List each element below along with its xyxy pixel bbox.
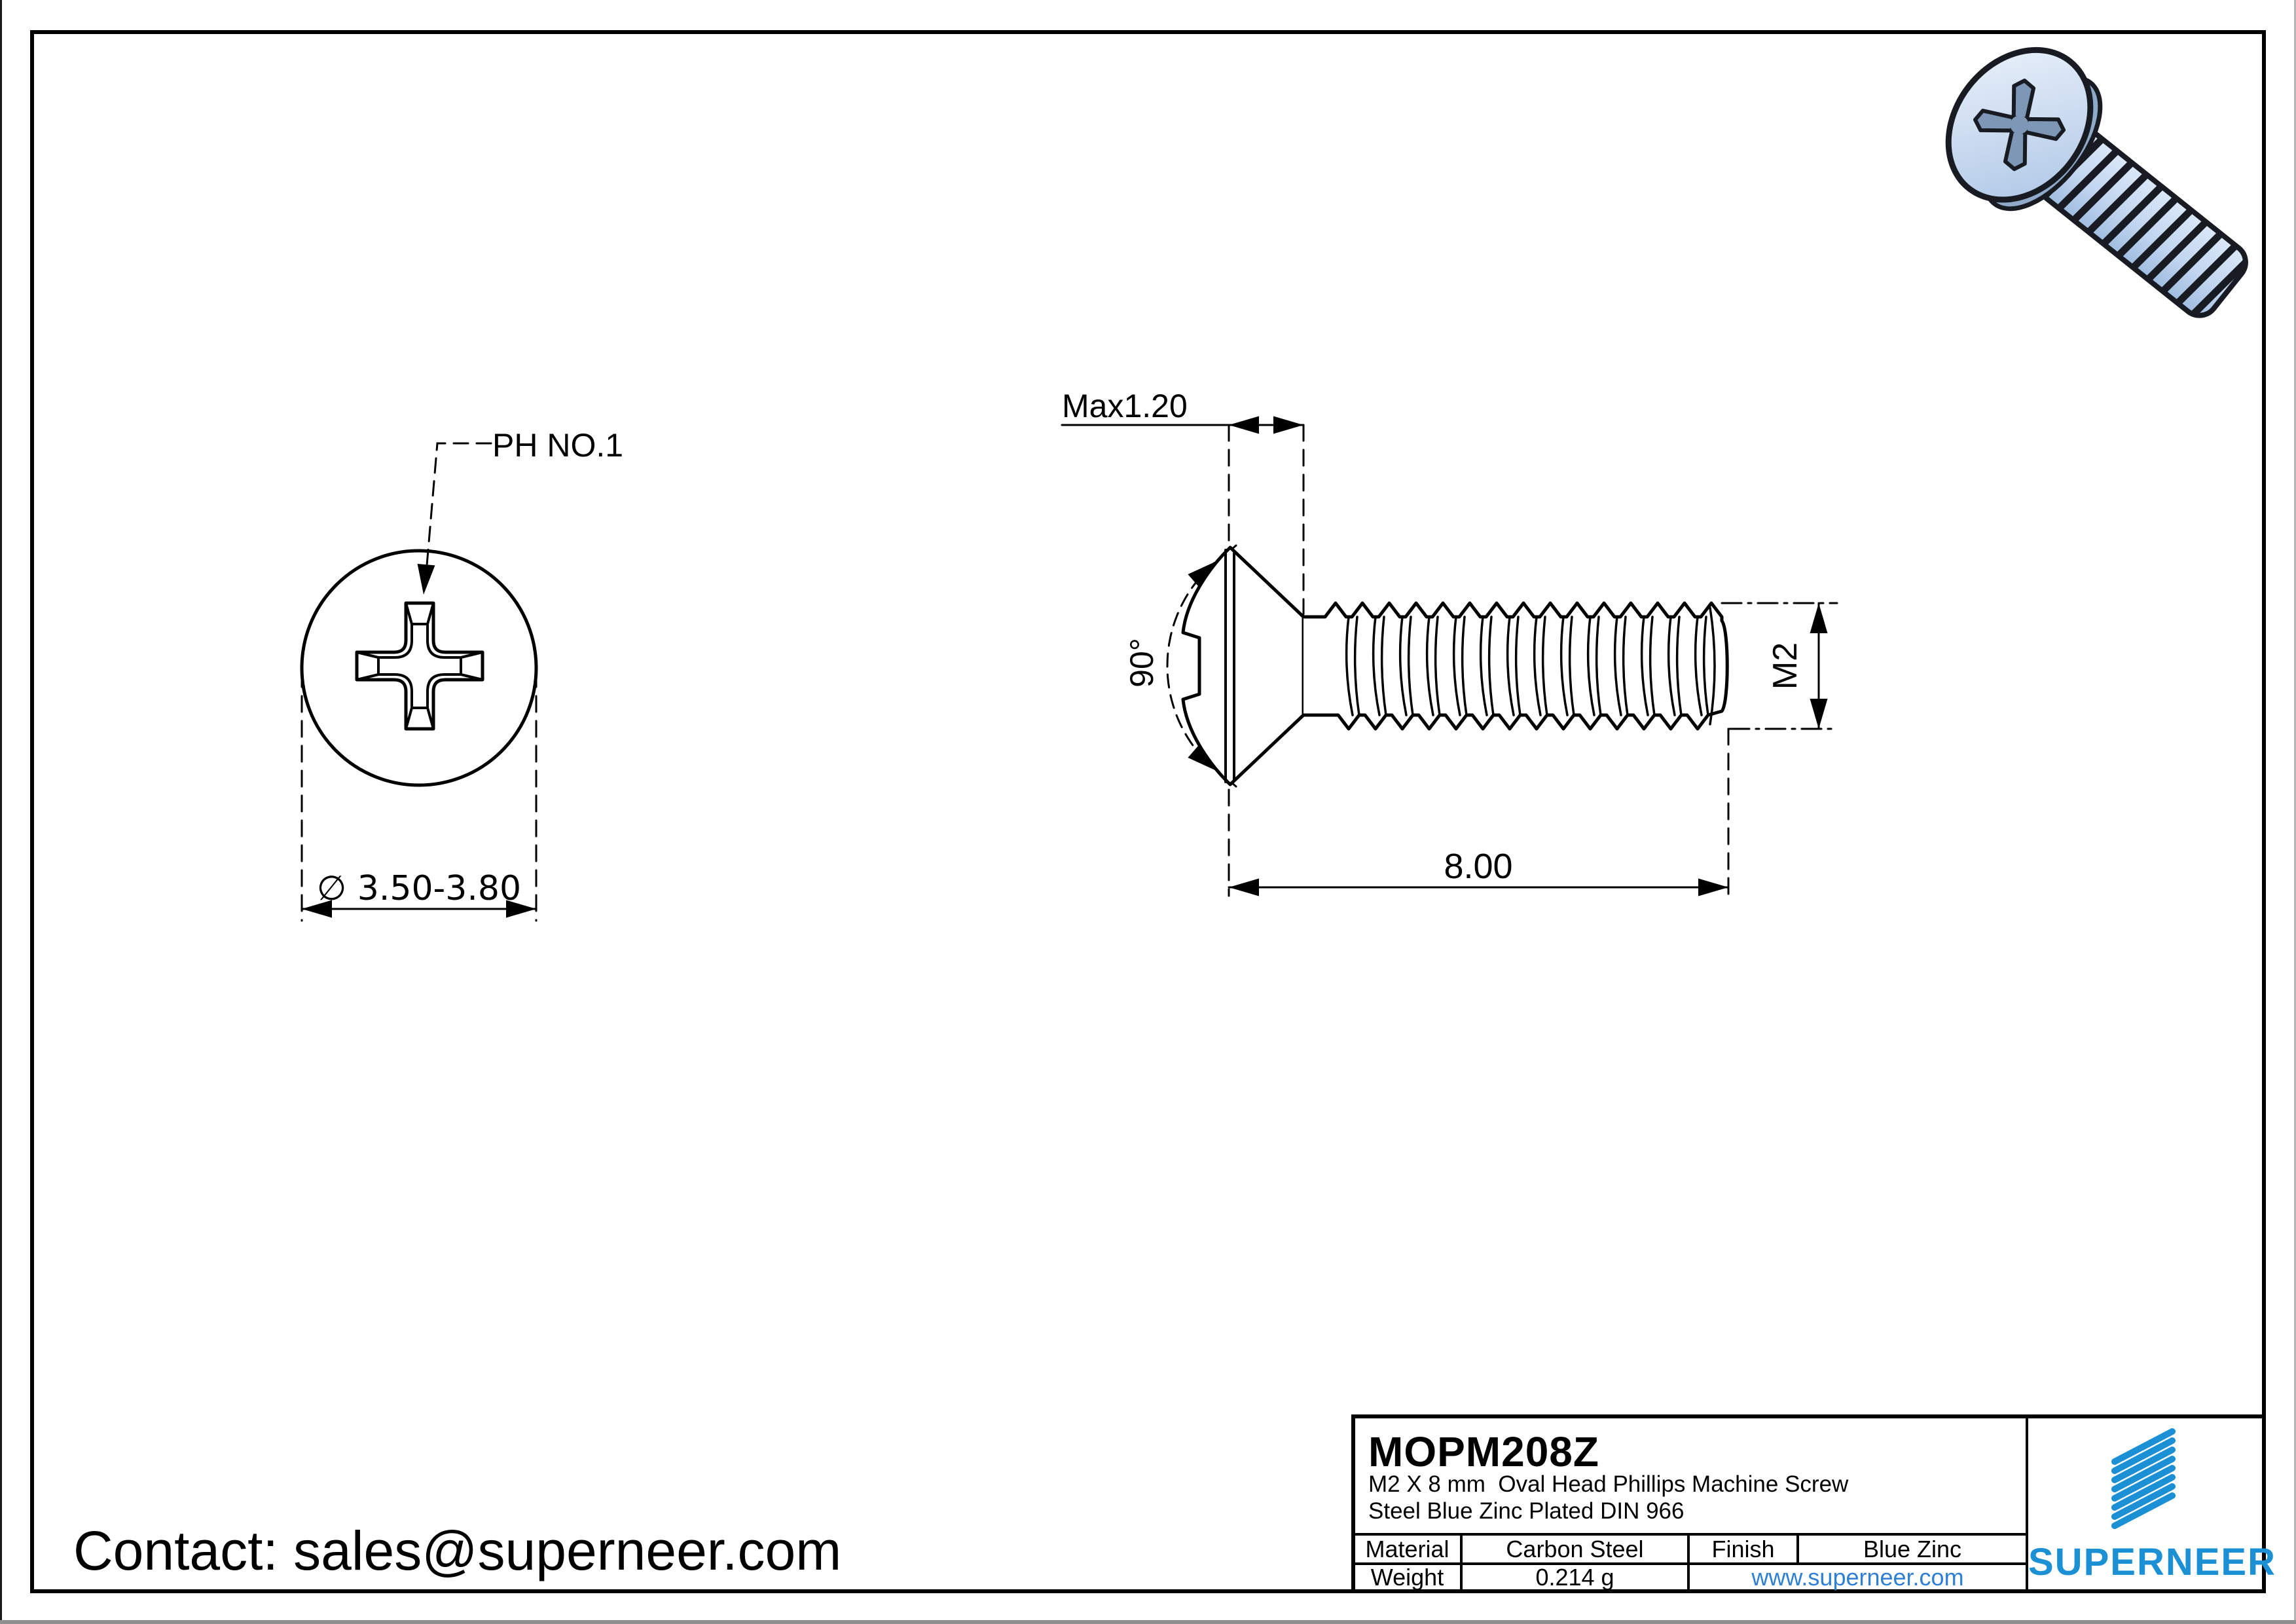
finish-label-cell: Finish	[1711, 1535, 1775, 1562]
product-render-3d	[1945, 46, 2253, 322]
head-rim-band	[1224, 549, 1235, 783]
phillips-recess-wings	[355, 602, 484, 730]
sheet-border	[30, 30, 2266, 1593]
head-depth-label: Max1.20	[1062, 388, 1188, 424]
weight-value-cell: 0.214 g	[1535, 1564, 1614, 1591]
finish-value-cell: Blue Zinc	[1863, 1535, 1962, 1562]
brand-logo-icon	[2111, 1428, 2176, 1529]
render-phillips-cross	[1973, 79, 2066, 172]
website-link[interactable]: www.superneer.com	[1751, 1564, 1964, 1591]
dimension-arrows	[302, 416, 1828, 918]
render-thread-stripes	[2037, 132, 2253, 322]
angle-label: 90°	[1123, 638, 1160, 688]
phillips-recess-outer	[355, 601, 484, 731]
head-outline-circle	[300, 549, 538, 787]
page-edge-right	[2294, 0, 2296, 1624]
threaded-shank	[1302, 601, 1729, 731]
diameter-label: ∅ 3.50-3.80	[317, 869, 521, 908]
contact-email-line: Contact: sales@superneer.com	[73, 1520, 842, 1581]
brand-name: SUPERNEER	[2028, 1541, 2276, 1583]
screw-side-view: Max1.20 90° M2 8.00	[302, 388, 1838, 918]
material-label-cell: Material	[1365, 1535, 1449, 1562]
drive-leader-line	[424, 442, 492, 589]
page-edge-left	[0, 0, 2, 1624]
page-edge-bottom	[0, 1620, 2296, 1624]
weight-label-cell: Weight	[1370, 1564, 1444, 1591]
length-label: 8.00	[1444, 847, 1512, 886]
description-line-1: M2 X 8 mm Oval Head Phillips Machine Scr…	[1368, 1471, 1849, 1497]
description-line-2: Steel Blue Zinc Plated DIN 966	[1368, 1498, 1685, 1524]
title-block-grid	[1351, 1414, 2266, 1593]
thread-size-label: M2	[1766, 642, 1804, 690]
material-value-cell: Carbon Steel	[1506, 1535, 1644, 1562]
drive-label: PH NO.1	[492, 427, 623, 464]
part-description: M2 X 8 mm Oval Head Phillips Machine Scr…	[1368, 1471, 1848, 1524]
head-top-view: PH NO.1 ∅ 3.50-3.80	[300, 427, 623, 922]
part-number: MOPM208Z	[1368, 1428, 1599, 1475]
phillips-recess-inner	[377, 623, 462, 709]
